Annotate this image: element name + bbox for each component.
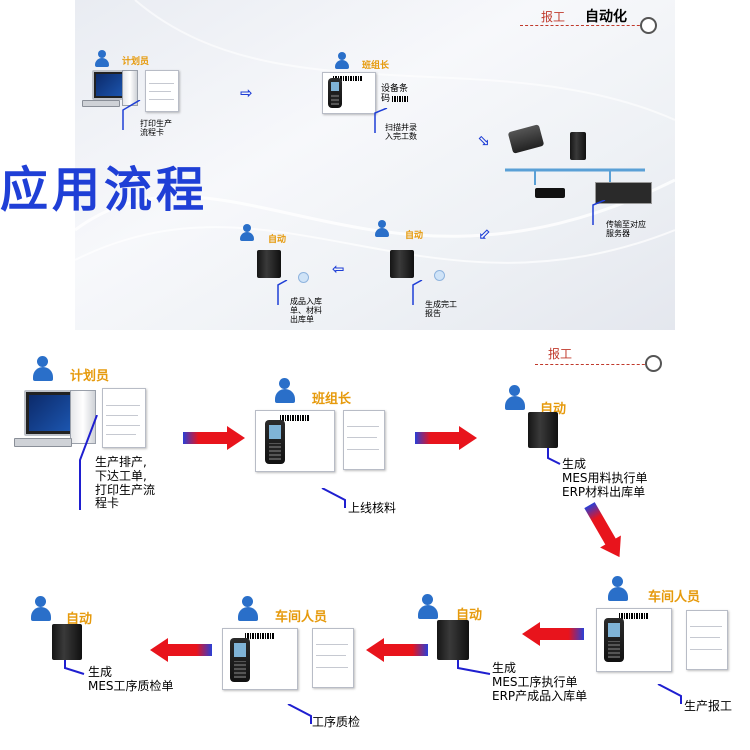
note-auto1-top: 生成完工 报告 bbox=[425, 300, 457, 318]
workstation-icon bbox=[595, 182, 652, 204]
server-icon bbox=[570, 132, 586, 160]
scanner-icon bbox=[604, 618, 624, 662]
note-teamleader-top: 扫描并录 入完工数 bbox=[385, 123, 417, 141]
person-icon bbox=[31, 596, 51, 622]
person-icon bbox=[505, 385, 525, 411]
person-icon bbox=[375, 220, 389, 238]
document-icon bbox=[312, 628, 354, 688]
keyboard-icon bbox=[14, 438, 72, 447]
role-auto3: 自动 bbox=[66, 612, 93, 627]
arrow-left-icon: ⇦ bbox=[332, 260, 345, 278]
leader-line bbox=[457, 660, 491, 675]
top-flow-panel bbox=[75, 0, 675, 330]
document-icon bbox=[102, 388, 146, 448]
person-icon bbox=[95, 50, 109, 68]
note-auto3: 生成 MES工序质检单 bbox=[88, 665, 174, 693]
router-icon bbox=[535, 188, 565, 198]
note-auto1: 生成 MES用料执行单 ERP材料出库单 bbox=[562, 457, 648, 499]
note-planner: 生产排产, 下达工单, 打印生产流 程卡 bbox=[95, 455, 156, 511]
baogong-label-top: 报工 bbox=[541, 10, 566, 24]
note-planner-top: 打印生产 流程卡 bbox=[140, 119, 172, 137]
note-auto2-top: 成品入库 单、材料 出库单 bbox=[290, 297, 322, 324]
red-arrow-right-icon bbox=[415, 426, 477, 450]
leader-line bbox=[321, 488, 346, 508]
leader-line bbox=[122, 100, 141, 130]
header-line-top bbox=[520, 25, 650, 27]
leader-line bbox=[79, 415, 98, 510]
ring-icon-top bbox=[640, 17, 657, 34]
arrow-right-icon: ⇨ bbox=[240, 84, 253, 102]
person-icon bbox=[275, 378, 295, 404]
leader-line bbox=[374, 108, 388, 133]
play-chip-icon bbox=[434, 270, 445, 281]
role-planner: 计划员 bbox=[70, 369, 110, 384]
red-arrow-left-icon bbox=[150, 638, 212, 662]
red-arrow-right-icon bbox=[183, 426, 245, 450]
note-transfer: 传输至对应 服务器 bbox=[606, 220, 646, 238]
person-icon bbox=[33, 356, 53, 382]
baogong-label-bottom: 报工 bbox=[548, 347, 573, 361]
tower-icon bbox=[70, 390, 96, 444]
server-icon bbox=[437, 620, 469, 660]
role-teamleader-top: 班组长 bbox=[362, 61, 390, 71]
leader-line bbox=[412, 280, 423, 305]
leader-line bbox=[547, 448, 561, 465]
scanner-icon bbox=[230, 638, 250, 682]
card-text: 设备条 码 bbox=[381, 84, 409, 105]
scanner-icon bbox=[265, 420, 285, 464]
keyboard-icon bbox=[82, 100, 120, 107]
server-icon bbox=[528, 412, 558, 448]
red-arrow-left-icon bbox=[366, 638, 428, 662]
role-planner-top: 计划员 bbox=[122, 57, 150, 67]
leader-line bbox=[657, 684, 682, 704]
person-icon bbox=[335, 52, 349, 70]
role-workshop1: 车间人员 bbox=[648, 590, 701, 605]
person-icon bbox=[418, 594, 438, 620]
role-auto1-top: 自动 bbox=[405, 231, 424, 241]
leader-line bbox=[64, 660, 85, 675]
page-title: 应用流程 bbox=[0, 162, 209, 218]
person-icon bbox=[238, 596, 258, 622]
leader-line bbox=[592, 200, 606, 225]
barcode-icon bbox=[392, 96, 408, 102]
role-workshop2: 车间人员 bbox=[275, 610, 328, 625]
role-teamleader: 班组长 bbox=[312, 392, 352, 407]
note-teamleader: 上线核料 bbox=[348, 501, 397, 515]
leader-line bbox=[287, 704, 312, 724]
role-auto2-top: 自动 bbox=[268, 235, 287, 245]
server-icon bbox=[390, 250, 414, 278]
document-icon bbox=[145, 70, 179, 112]
note-workshop1: 生产报工 bbox=[684, 699, 733, 713]
header-line-bottom bbox=[535, 364, 655, 366]
server-icon bbox=[257, 250, 281, 278]
person-icon bbox=[240, 224, 254, 242]
pause-chip-icon bbox=[298, 272, 309, 283]
leader-line bbox=[277, 280, 288, 305]
person-icon bbox=[608, 576, 628, 602]
document-icon bbox=[686, 610, 728, 670]
background-swirl bbox=[75, 0, 675, 264]
red-arrow-down-icon bbox=[584, 502, 621, 558]
note-workshop2: 工序质检 bbox=[312, 715, 361, 729]
ring-icon-bottom bbox=[645, 355, 662, 372]
computer-icon bbox=[24, 390, 76, 436]
red-arrow-left-icon bbox=[522, 622, 584, 646]
scanner-icon bbox=[328, 78, 342, 108]
server-icon bbox=[52, 624, 82, 660]
note-auto2: 生成 MES工序执行单 ERP产成品入库单 bbox=[492, 661, 588, 703]
document-icon bbox=[343, 410, 385, 470]
zidonghua-label: 自动化 bbox=[585, 9, 627, 25]
role-auto2: 自动 bbox=[456, 608, 483, 623]
